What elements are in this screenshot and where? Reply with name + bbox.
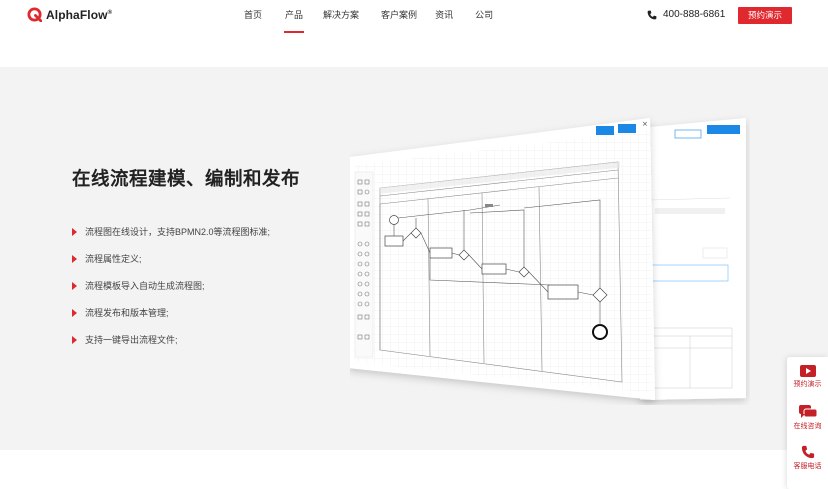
nav-company[interactable]: 公司 bbox=[475, 10, 494, 20]
bullet-triangle-icon bbox=[72, 335, 77, 344]
svg-text:×: × bbox=[642, 120, 648, 128]
nav-cases[interactable]: 客户案例 bbox=[381, 10, 418, 20]
nav-home[interactable]: 首页 bbox=[244, 10, 263, 20]
bullet-triangle-icon bbox=[72, 227, 77, 236]
bullet-triangle-icon bbox=[72, 281, 77, 290]
back-window bbox=[640, 118, 746, 400]
site-header: AlphaFlow® 首页 产品 解决方案 客户案例 资讯 公司 400-888… bbox=[0, 0, 828, 36]
feature-item: 流程发布和版本管理; bbox=[72, 299, 270, 326]
chat-icon bbox=[798, 405, 817, 418]
side-hotline[interactable]: 客服电话 bbox=[787, 445, 828, 471]
main-nav: 首页 产品 解决方案 客户案例 资讯 公司 bbox=[244, 0, 515, 36]
video-play-icon bbox=[799, 365, 816, 377]
feature-item: 支持一键导出流程文件; bbox=[72, 326, 270, 353]
nav-products[interactable]: 产品 bbox=[284, 0, 305, 36]
side-online-chat[interactable]: 在线咨询 bbox=[787, 405, 828, 431]
front-window: × bbox=[350, 118, 655, 400]
bullet-triangle-icon bbox=[72, 254, 77, 263]
phone-icon bbox=[647, 10, 657, 19]
feature-list: 流程图在线设计，支持BPMN2.0等流程图标准; 流程属性定义; 流程模板导入自… bbox=[72, 218, 270, 353]
book-demo-button[interactable]: 预约演示 bbox=[738, 7, 792, 24]
bullet-triangle-icon bbox=[72, 308, 77, 317]
phone-icon bbox=[801, 445, 814, 459]
side-book-demo[interactable]: 预约演示 bbox=[787, 365, 828, 389]
alphaflow-logo-icon bbox=[27, 7, 42, 22]
hero-title: 在线流程建模、编制和发布 bbox=[72, 168, 301, 189]
brand-logo[interactable]: AlphaFlow® bbox=[27, 7, 112, 22]
hotline-number[interactable]: 400-888-6861 bbox=[663, 9, 726, 20]
brand-name: AlphaFlow® bbox=[46, 7, 113, 22]
nav-news[interactable]: 资讯 bbox=[435, 10, 454, 20]
side-contact-panel: 预约演示 在线咨询 客服电话 bbox=[787, 357, 828, 489]
nav-solutions[interactable]: 解决方案 bbox=[323, 10, 360, 20]
flow-designer-mockup: × bbox=[350, 118, 746, 400]
hotline: 400-888-6861 bbox=[647, 9, 725, 20]
feature-item: 流程图在线设计，支持BPMN2.0等流程图标准; bbox=[72, 218, 270, 245]
feature-item: 流程模板导入自动生成流程图; bbox=[72, 272, 270, 299]
feature-item: 流程属性定义; bbox=[72, 245, 270, 272]
